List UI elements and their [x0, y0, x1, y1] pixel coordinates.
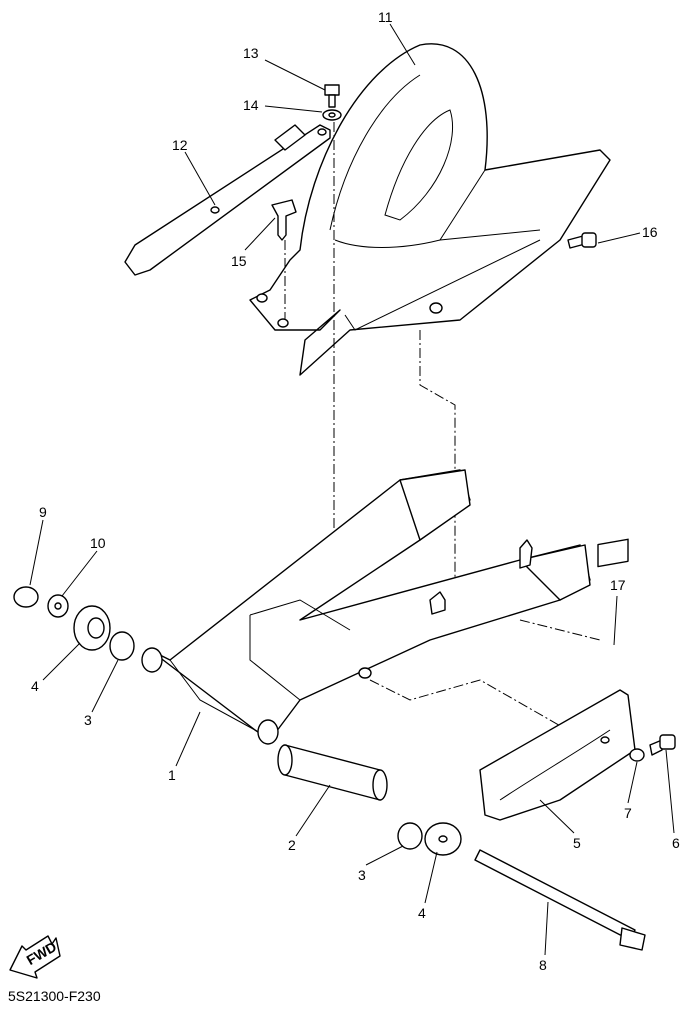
callout-3b: 3 [358, 867, 366, 883]
pivot-bolt [474, 849, 646, 951]
collar-7 [629, 748, 645, 762]
swingarm [141, 469, 591, 745]
callout-7: 7 [624, 805, 632, 821]
callout-2: 2 [288, 837, 296, 853]
callout-9: 9 [39, 504, 47, 520]
callout-13: 13 [243, 45, 259, 61]
callout-3: 3 [84, 712, 92, 728]
fender-bracket [124, 124, 331, 276]
diagram-code: 5S21300-F230 [8, 988, 101, 1004]
callout-15: 15 [231, 253, 247, 269]
callout-14: 14 [243, 97, 259, 113]
callout-16: 16 [642, 224, 658, 240]
callout-6: 6 [672, 835, 680, 851]
callout-12: 12 [172, 137, 188, 153]
callout-4: 4 [31, 678, 39, 694]
callouts: 11 13 14 12 15 16 9 10 4 3 1 2 3 4 8 5 7… [31, 9, 680, 973]
callout-10: 10 [90, 535, 106, 551]
small-fasteners [271, 84, 597, 249]
callout-8: 8 [539, 957, 547, 973]
label-sticker [597, 538, 629, 568]
bearings-and-washers [13, 586, 462, 856]
collar [277, 744, 388, 801]
callout-17: 17 [610, 577, 626, 593]
callout-11: 11 [378, 9, 393, 25]
chain-guard [479, 689, 636, 821]
callout-1: 1 [168, 767, 176, 783]
leader-lines [29, 23, 675, 956]
rear-fender [249, 43, 611, 376]
callout-4b: 4 [418, 905, 426, 921]
bolt-6 [649, 734, 676, 756]
callout-5: 5 [573, 835, 581, 851]
fwd-arrow-icon: FWD [9, 935, 61, 979]
